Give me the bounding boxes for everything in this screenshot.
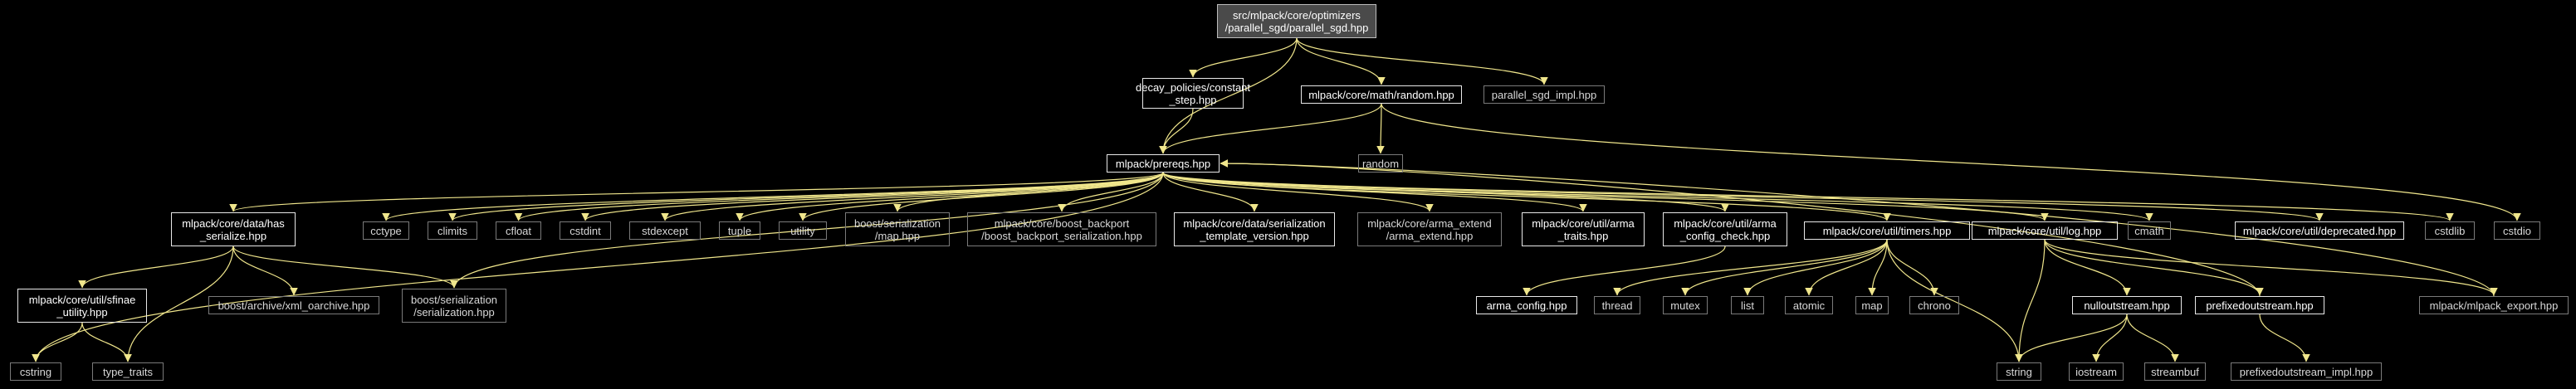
edge-log-to-mlpack_export [2044, 239, 2498, 296]
edge-timers-to-string [1886, 239, 2023, 362]
node-cstdlib: cstdlib [2425, 221, 2475, 240]
node-cstdint: cstdint [560, 221, 611, 240]
edge-root-to-prereqs [1159, 37, 1298, 154]
edge-timers-to-map [1868, 239, 1888, 296]
edge-nulloutstream-to-streambuf [2126, 314, 2179, 362]
node-boost-serialization: boost/serialization /serialization.hpp [402, 289, 506, 323]
edge-mlpack_export-to-prereqs [1220, 159, 2495, 297]
node-root[interactable]: src/mlpack/core/optimizers /parallel_sgd… [1217, 4, 1376, 38]
edge-random_hpp-to-cstdio [1381, 103, 2521, 221]
node-type-traits: type_traits [92, 362, 164, 381]
node-climits: climits [428, 221, 477, 240]
edge-prereqs-to-boost_map [893, 172, 1164, 212]
node-prefixedoutstream[interactable]: prefixedoutstream.hpp [2195, 296, 2324, 314]
node-arma-config[interactable]: arma_config.hpp [1476, 296, 1577, 314]
node-tuple: tuple [719, 221, 760, 240]
node-sfinae[interactable]: mlpack/core/util/sfinae _utility.hpp [17, 289, 147, 323]
node-arma-extend: mlpack/core/arma_extend /arma_extend.hpp [1357, 212, 1502, 246]
node-has-ser[interactable]: mlpack/core/data/has _serialize.hpp [171, 212, 296, 246]
edge-prereqs-to-deprecated [1162, 172, 2324, 221]
edge-root-to-impl [1296, 37, 1548, 85]
node-map: map [1855, 296, 1889, 314]
edge-has_ser-to-boost_serialization [232, 246, 458, 289]
edge-timers-to-atomic [1805, 239, 1888, 296]
edge-timers-to-chrono [1886, 239, 1938, 296]
edge-has_ser-to-sfinae [78, 246, 234, 289]
edge-nulloutstream-to-string [2015, 314, 2128, 362]
node-prereqs[interactable]: mlpack/prereqs.hpp [1107, 154, 1220, 173]
edge-root-to-random_hpp [1296, 37, 1386, 85]
node-nulloutstream[interactable]: nulloutstream.hpp [2072, 296, 2182, 314]
node-random-hpp[interactable]: mlpack/core/math/random.hpp [1301, 85, 1462, 104]
node-list: list [1731, 296, 1764, 314]
edge-timers-to-list [1743, 239, 1888, 296]
node-arma-config-check[interactable]: mlpack/core/util/arma _config_check.hpp [1663, 212, 1787, 246]
edge-prereqs-to-has_ser [229, 172, 1164, 212]
edge-timers-to-thread [1613, 239, 1888, 296]
edge-prereqs-to-cmath [1162, 172, 2153, 221]
node-utility: utility [779, 221, 827, 240]
edge-nulloutstream-to-iostream [2092, 314, 2128, 362]
node-chrono: chrono [1909, 296, 1959, 314]
edge-timers-to-mutex [1681, 239, 1888, 296]
node-stdexcept: stdexcept [629, 221, 701, 240]
node-prefixed-impl: prefixedoutstream_impl.hpp [2231, 362, 2382, 381]
node-cfloat: cfloat [496, 221, 541, 240]
node-cmath: cmath [2128, 221, 2171, 240]
node-arma-traits[interactable]: mlpack/core/util/arma _traits.hpp [1522, 212, 1645, 246]
node-template-version[interactable]: mlpack/core/data/serialization _template… [1174, 212, 1335, 246]
node-boost-backport: mlpack/core/boost_backport /boost_backpo… [967, 212, 1156, 246]
edge-has_ser-to-type_traits [124, 246, 234, 362]
node-decay[interactable]: decay_policies/constant _step.hpp [1136, 78, 1250, 109]
node-cstdio: cstdio [2494, 221, 2540, 240]
edge-log-to-nulloutstream [2044, 239, 2131, 296]
edge-prereqs-to-arma_extend [1162, 172, 1434, 212]
node-atomic: atomic [1785, 296, 1833, 314]
edge-prereqs-to-cstdint [581, 172, 1164, 221]
node-streambuf: streambuf [2144, 362, 2206, 381]
node-cstring: cstring [10, 362, 61, 381]
edge-decay-to-prereqs [1159, 108, 1194, 154]
node-cctype: cctype [363, 221, 409, 240]
edge-has_ser-to-xml_oarchive [232, 246, 298, 296]
node-impl: parallel_sgd_impl.hpp [1484, 85, 1605, 104]
node-mlpack-export: mlpack/mlpack_export.hpp [2419, 296, 2569, 314]
edge-random_hpp-to-prereqs [1159, 103, 1382, 154]
edge-prereqs-to-utility [799, 172, 1164, 221]
edge-prereqs-to-timers [1162, 172, 1891, 221]
edge-prereqs-to-template_version [1162, 172, 1259, 212]
edge-root-to-decay [1189, 37, 1298, 78]
node-thread: thread [1594, 296, 1640, 314]
edge-sfinae-to-type_traits [81, 322, 132, 362]
edge-prereqs-to-cstring [32, 172, 1164, 362]
edge-prefixedoutstream-to-prereqs [1220, 159, 2261, 297]
edge-prereqs-to-boost_backport [1058, 172, 1164, 212]
edge-log-to-prefixedoutstream [2044, 239, 2264, 296]
edge-prereqs-to-boost_serialization [450, 172, 1164, 289]
edge-prereqs-to-cstdlib [1162, 172, 2454, 221]
edge-prefixedoutstream-to-prefixed_impl [2259, 314, 2310, 362]
edge-prereqs-to-cfloat [514, 172, 1164, 221]
edge-log-to-string [2015, 239, 2046, 362]
node-iostream: iostream [2069, 362, 2124, 381]
node-string: string [1997, 362, 2041, 381]
edge-prereqs-to-stdexcept [661, 172, 1164, 221]
node-random: random [1358, 154, 1403, 173]
edge-arma_config_check-to-arma_config [1523, 246, 1726, 296]
node-timers[interactable]: mlpack/core/util/timers.hpp [1804, 221, 1970, 240]
node-xml-oarchive: boost/archive/xml_oarchive.hpp [208, 296, 379, 314]
node-log[interactable]: mlpack/core/util/log.hpp [1972, 221, 2118, 240]
node-boost-map: boost/serialization /map.hpp [845, 212, 950, 246]
edge-sfinae-to-cstring [32, 322, 83, 362]
node-deprecated[interactable]: mlpack/core/util/deprecated.hpp [2235, 221, 2404, 240]
node-mutex: mutex [1663, 296, 1708, 314]
